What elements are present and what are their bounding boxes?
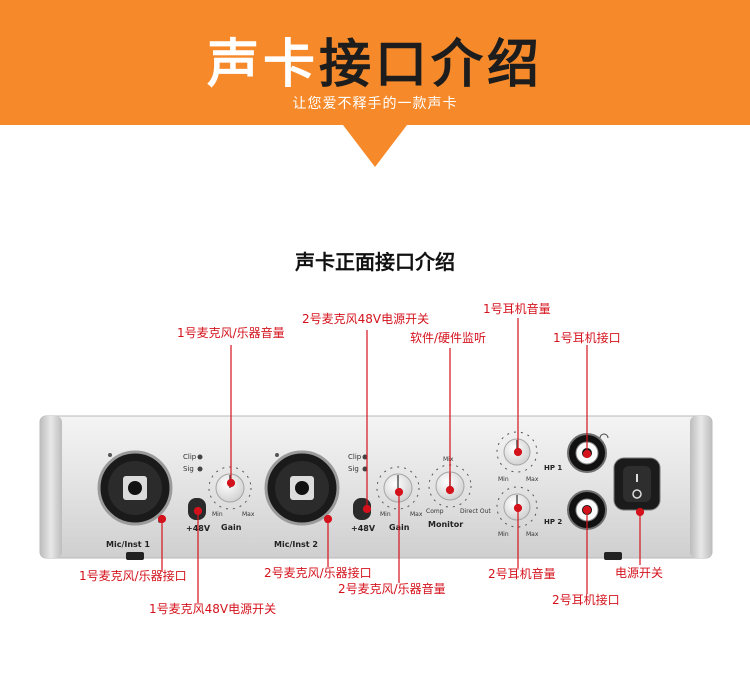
label-hp1-jack: 1号耳机接口: [553, 331, 621, 345]
hp2-panel-label: HP 2: [544, 518, 562, 526]
label-hp2-volume: 2号耳机音量: [488, 567, 556, 581]
mic1-gain-label: Gain: [221, 523, 242, 532]
hp1-panel-label: HP 1: [544, 464, 562, 472]
label-mic2-phantom: 2号麦克风48V电源开关: [302, 312, 430, 326]
label-mic1-phantom: 1号麦克风48V电源开关: [149, 602, 277, 616]
label-hp1-volume: 1号耳机音量: [483, 302, 551, 316]
page-title: 声卡接口介绍: [0, 22, 750, 97]
page-subtitle: 让您爱不释手的一款声卡: [292, 96, 458, 112]
section-title: 声卡正面接口介绍: [295, 250, 455, 274]
power-switch[interactable]: [613, 457, 661, 511]
mic2-combo-jack[interactable]: [264, 450, 340, 526]
label-mic1-jack: 1号麦克风/乐器接口: [79, 569, 187, 583]
monitor-mix-label: Mix: [443, 456, 454, 463]
mic2-panel-label: Mic/Inst 2: [274, 540, 318, 549]
device-foot-right: [604, 552, 622, 560]
label-mic2-gain: 2号麦克风/乐器音量: [338, 582, 446, 596]
label-mic1-gain: 1号麦克风/乐器音量: [177, 326, 285, 340]
label-monitor: 软件/硬件监听: [410, 331, 487, 345]
monitor-direct-out-label: Direct Out: [460, 508, 491, 515]
device-right-side: [690, 416, 712, 558]
mic2-clip-led: [362, 454, 368, 460]
hp1-min: Min: [498, 476, 509, 483]
mic2-sig-label: Sig: [348, 465, 359, 473]
monitor-comp-label: Comp: [426, 508, 444, 515]
mic1-sig-led: [197, 466, 203, 472]
mic2-gain-max: Max: [410, 511, 423, 518]
mic2-sig-led: [362, 466, 368, 472]
title-part-2: 接口介绍: [319, 35, 544, 95]
mic2-phantom-label: +48V: [351, 524, 376, 533]
header-banner: [0, 0, 750, 125]
label-mic2-jack: 2号麦克风/乐器接口: [264, 566, 372, 580]
banner-pointer: [343, 125, 407, 167]
mic1-sig-label: Sig: [183, 465, 194, 473]
mic2-gain-knob[interactable]: [376, 466, 420, 510]
mic1-gain-min: Min: [212, 511, 223, 518]
title-part-1: 声卡: [206, 35, 319, 95]
monitor-label: Monitor: [428, 520, 463, 529]
label-hp2-jack: 2号耳机接口: [552, 593, 620, 607]
callout-lines: [157, 318, 645, 603]
headphone-icon: [599, 433, 609, 439]
mic1-clip-led: [197, 454, 203, 460]
label-power: 电源开关: [615, 566, 664, 580]
hp2-min: Min: [498, 531, 509, 538]
hp1-max: Max: [526, 476, 539, 483]
mic2-gain-min: Min: [380, 511, 391, 518]
mic1-clip-label: Clip: [183, 453, 197, 461]
mic2-clip-label: Clip: [348, 453, 362, 461]
hp2-max: Max: [526, 531, 539, 538]
mic1-gain-max: Max: [242, 511, 255, 518]
mic1-combo-jack[interactable]: [97, 450, 173, 526]
device-left-side: [40, 416, 62, 558]
device-foot-left: [126, 552, 144, 560]
mic1-panel-label: Mic/Inst 1: [106, 540, 150, 549]
